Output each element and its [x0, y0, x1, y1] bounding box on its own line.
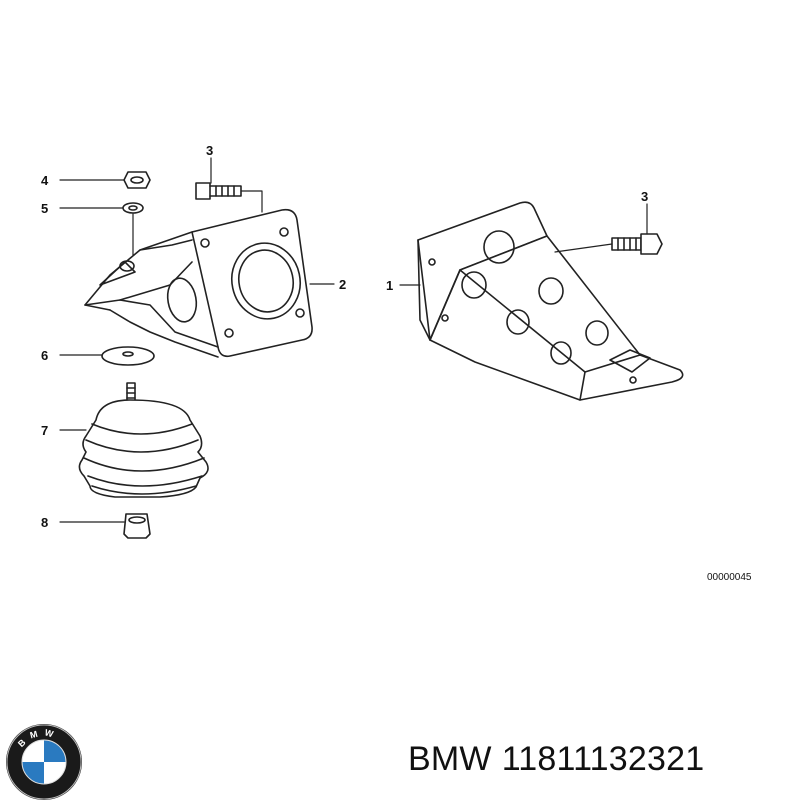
nut-part-4 — [123, 171, 151, 189]
rubber-mount-part-7 — [78, 382, 209, 498]
washer-part-5 — [122, 202, 144, 214]
bolt-left — [195, 182, 242, 200]
callout-8: 8 — [41, 515, 48, 530]
brand-name: BMW — [408, 740, 492, 778]
callout-4: 4 — [41, 173, 49, 188]
right-mount-bracket — [417, 201, 684, 401]
callout-1: 1 — [386, 278, 393, 293]
callout-2: 2 — [339, 277, 346, 292]
bolt-right — [611, 233, 663, 255]
bmw-logo: BMW — [6, 724, 82, 800]
callout-3-right: 3 — [641, 189, 648, 204]
drawing-code: 00000045 — [707, 572, 752, 583]
callout-3-left: 3 — [206, 143, 213, 158]
nut-part-8 — [123, 513, 151, 539]
callout-5: 5 — [41, 201, 48, 216]
callout-7: 7 — [41, 423, 48, 438]
left-mount-bracket — [84, 208, 313, 358]
leader-lines — [59, 157, 648, 523]
part-number: 11811132321 — [501, 740, 705, 778]
callout-6: 6 — [41, 348, 48, 363]
washer-part-6 — [101, 346, 155, 366]
